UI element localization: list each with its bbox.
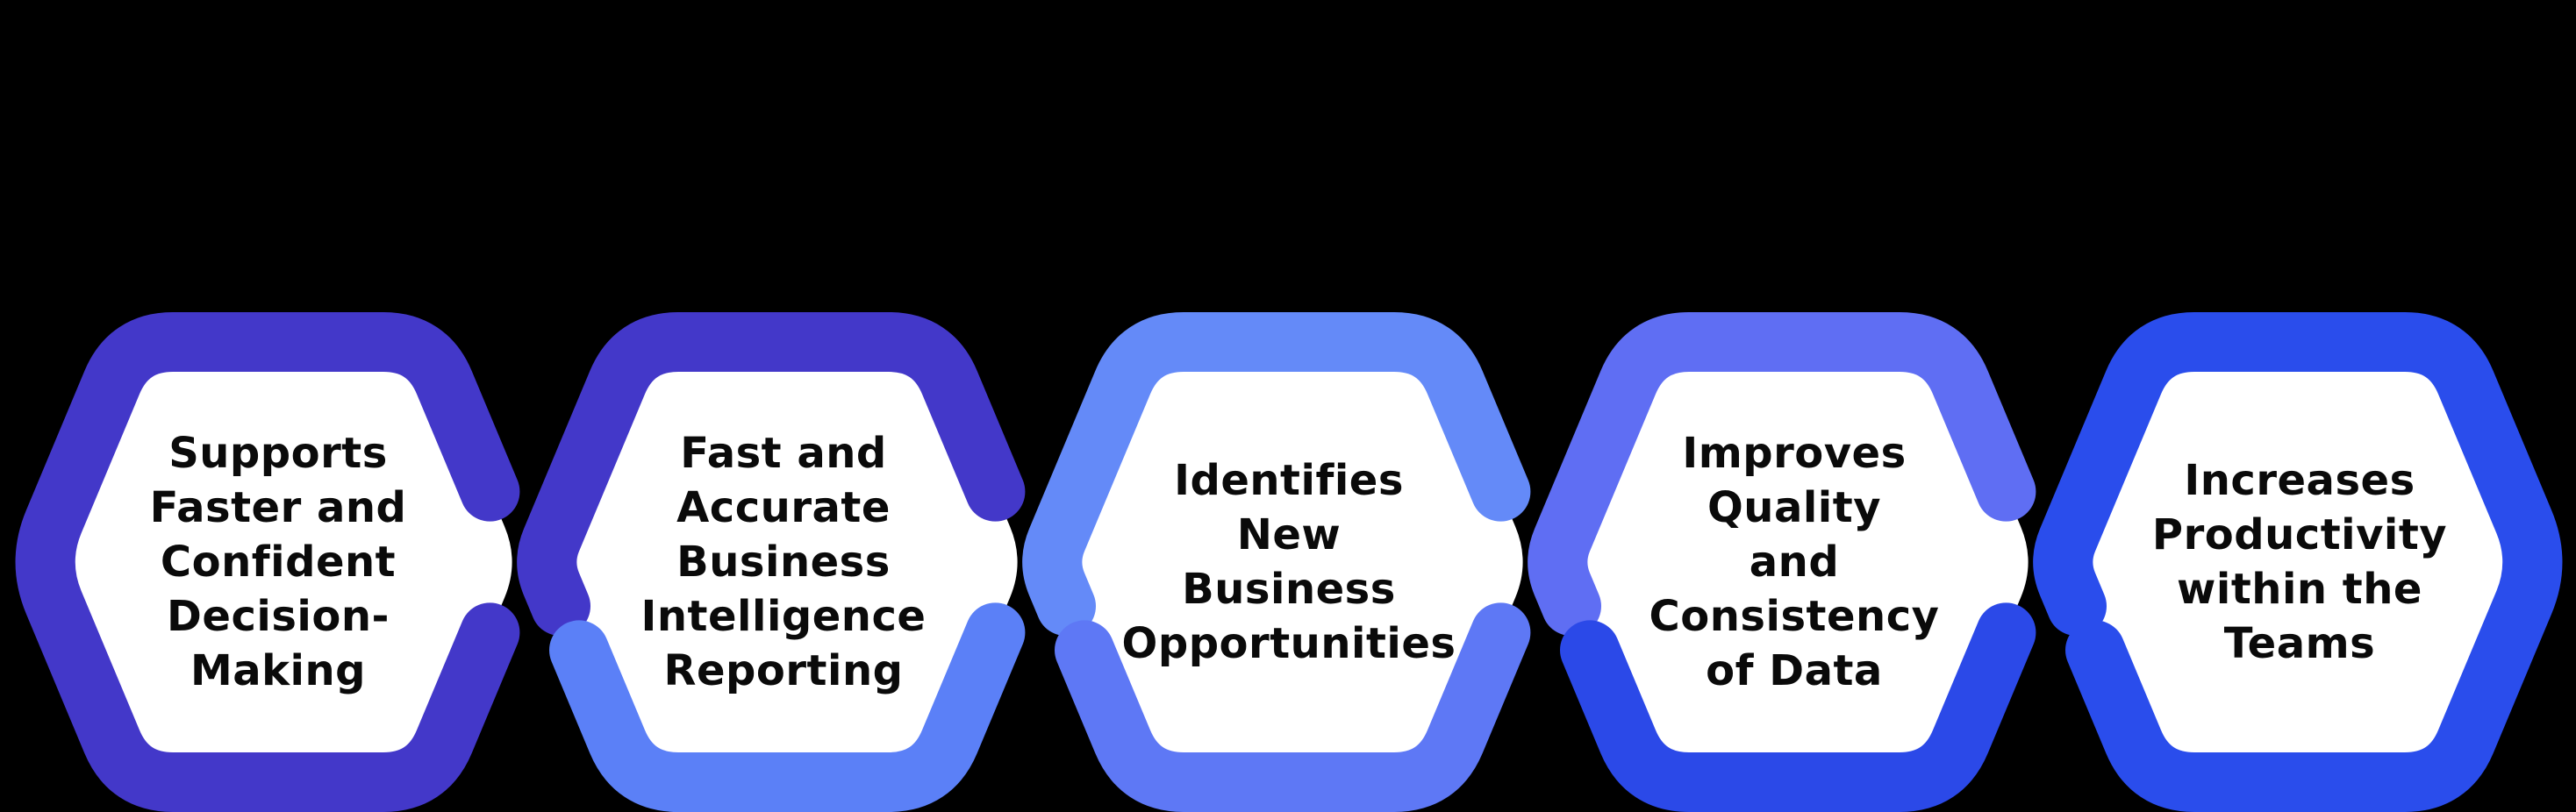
- hexagon-4-white-fill: [1561, 342, 2029, 782]
- hexagon-1-white-fill: [45, 342, 512, 782]
- hexagon-1: [15, 312, 520, 812]
- hexagon-2-white-fill: [550, 342, 1018, 782]
- hexagon-2-ring-upper: [517, 312, 1026, 637]
- hexagon-4: [1528, 312, 2036, 812]
- hexagon-3-white-fill: [1055, 342, 1523, 782]
- hexagon-5-ring: [2033, 312, 2563, 812]
- hexagon-3-ring-upper: [1022, 312, 1531, 637]
- hexagon-3: [1022, 312, 1531, 812]
- hexagon-5-white-fill: [2066, 342, 2534, 782]
- hexagon-2-ring-lower: [549, 602, 1026, 812]
- hexagon-3-ring-lower: [1055, 602, 1531, 812]
- hexagon-1-ring: [15, 312, 520, 812]
- hexagon-4-ring-lower: [1560, 602, 2036, 812]
- hexagon-4-ring-upper: [1528, 312, 2036, 637]
- hexagon-2: [517, 312, 1026, 812]
- hexagon-5: [2033, 312, 2563, 812]
